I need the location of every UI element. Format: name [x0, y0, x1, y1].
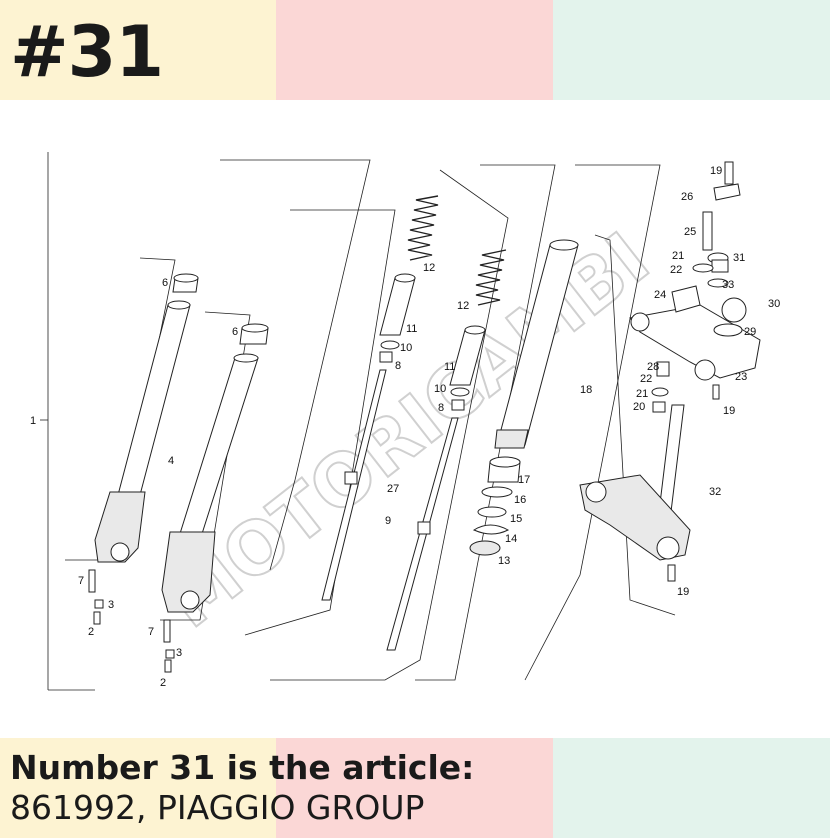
- callout-19: 19: [677, 586, 689, 598]
- callout-12: 12: [423, 262, 435, 274]
- callout-22: 22: [670, 264, 682, 276]
- header-band-right: [553, 0, 830, 100]
- header-band-left: [0, 0, 276, 100]
- seal-stack: [469, 456, 521, 556]
- inner-tube-18: [494, 239, 579, 449]
- callout-14: 14: [505, 533, 517, 545]
- item-number-heading: #31: [10, 11, 164, 93]
- spring-12-b: [475, 249, 507, 306]
- callout-22: 22: [640, 373, 652, 385]
- callout-21: 21: [636, 388, 648, 400]
- callout-2: 2: [88, 626, 94, 638]
- lower-triple-clamp-with-stem: [579, 404, 691, 582]
- callout-9: 9: [385, 515, 391, 527]
- footer-band: [0, 738, 830, 838]
- callout-30: 30: [768, 298, 780, 310]
- callout-10: 10: [434, 383, 446, 395]
- callout-8: 8: [438, 402, 444, 414]
- callout-19: 19: [723, 405, 735, 417]
- callout-3: 3: [176, 647, 182, 659]
- callout-11: 11: [406, 323, 417, 335]
- washers-10-8: [379, 340, 470, 411]
- callout-7: 7: [148, 626, 154, 638]
- callout-24: 24: [654, 289, 666, 301]
- damper-rod-27: [321, 369, 387, 601]
- callout-15: 15: [510, 513, 522, 525]
- callout-7: 7: [78, 575, 84, 587]
- callout-33: 33: [722, 279, 734, 291]
- article-caption-title: Number 31 is the article:: [10, 748, 475, 787]
- callout-11: 11: [444, 361, 455, 373]
- callout-17: 17: [518, 474, 530, 486]
- callout-28: 28: [647, 361, 659, 373]
- callout-13: 13: [498, 555, 510, 567]
- callout-6: 6: [162, 277, 168, 289]
- footer-band-left: [0, 738, 276, 838]
- callout-12: 12: [457, 300, 469, 312]
- bushing-part-6-left: [172, 273, 199, 293]
- upper-triple-clamp: [629, 297, 761, 381]
- fork-assembly-bracket: [40, 152, 95, 691]
- bushing-part-6-right: [239, 323, 269, 345]
- footer-band-right: [553, 738, 830, 838]
- bolts-lower: [88, 569, 175, 673]
- damper-rod-9: [386, 417, 459, 651]
- callout-6: 6: [232, 326, 238, 338]
- header-band: [0, 0, 830, 100]
- callout-16: 16: [514, 494, 526, 506]
- callout-19: 19: [710, 165, 722, 177]
- spacer-tube-11-b: [449, 325, 486, 386]
- outer-fork-leg-right: [161, 353, 259, 613]
- callout-3: 3: [108, 599, 114, 611]
- callout-4: 4: [168, 455, 174, 467]
- exploded-parts-diagram: MOTORICAMBI: [30, 152, 780, 691]
- callout-23: 23: [735, 371, 747, 383]
- spacer-tube-11-a: [379, 273, 416, 336]
- callout-2: 2: [160, 677, 166, 689]
- spring-12-a: [407, 195, 439, 261]
- callout-27: 27: [387, 483, 399, 495]
- callout-21: 21: [672, 250, 684, 262]
- header-band-middle: [276, 0, 553, 100]
- top-parts-column: [651, 161, 743, 413]
- callout-29: 29: [744, 326, 756, 338]
- callout-26: 26: [681, 191, 693, 203]
- guide-lines: [65, 159, 676, 681]
- callout-10: 10: [400, 342, 412, 354]
- callout-labels: 1 2 2 3 3 4 6 6 7 7 8 8 9 10 10 11 11 12…: [30, 165, 780, 689]
- callout-8: 8: [395, 360, 401, 372]
- callout-25: 25: [684, 226, 696, 238]
- footer-band-middle: [276, 738, 553, 838]
- callout-18: 18: [580, 384, 592, 396]
- article-caption-part-number: 861992, PIAGGIO GROUP: [10, 788, 425, 827]
- outer-fork-leg-left: [94, 300, 191, 563]
- callout-31: 31: [733, 252, 745, 264]
- callout-1: 1: [30, 415, 36, 427]
- callout-20: 20: [633, 401, 645, 413]
- callout-32: 32: [709, 486, 721, 498]
